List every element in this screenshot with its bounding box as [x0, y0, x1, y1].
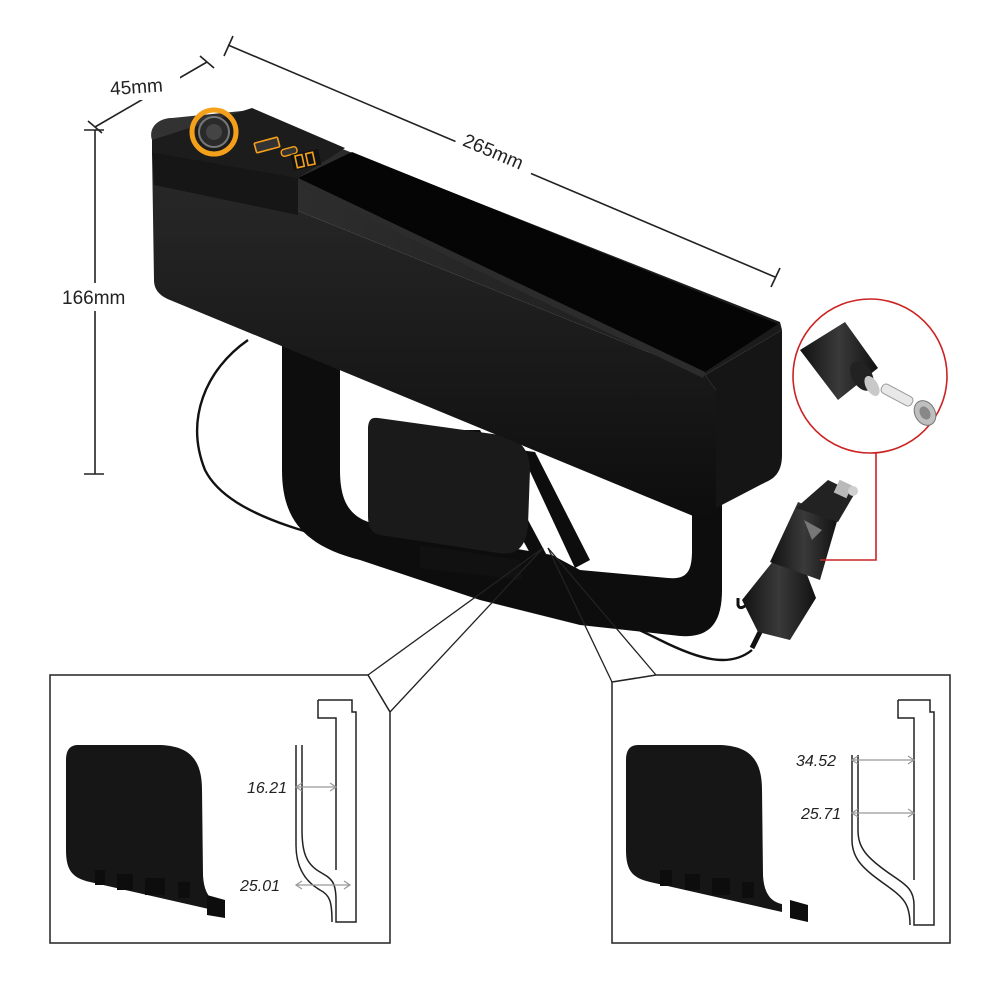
gap-arrows-right [850, 755, 916, 818]
clip-pad [368, 417, 530, 580]
clip-profile-detail-right [851, 699, 935, 926]
dimension-height: 166mm [58, 129, 140, 475]
power-button-ring [189, 107, 239, 157]
depth-label: 45mm [109, 75, 163, 100]
clip-pad-detail [66, 745, 225, 918]
right-bottom-gap: 25.71 [800, 806, 841, 823]
height-label: 166mm [62, 288, 125, 309]
clip-profile-detail [295, 699, 357, 923]
left-top-gap: 16.21 [247, 780, 287, 797]
fuse-plug-icon [880, 383, 937, 426]
detail-box-right: 34.52 25.71 [611, 674, 951, 944]
dimension-depth: 45mm [87, 55, 215, 134]
type-c-port-icon [280, 146, 298, 157]
right-top-gap: 34.52 [796, 753, 836, 770]
cigarette-plug-icon [736, 479, 858, 650]
voltage-display [290, 149, 322, 171]
detail-leaders [367, 547, 657, 713]
control-panel [189, 107, 322, 171]
gap-arrows-left [294, 782, 352, 890]
storage-box [151, 108, 782, 520]
detail-box-left: 16.21 25.01 [49, 674, 391, 944]
fuse-callout [792, 298, 948, 561]
left-bottom-gap: 25.01 [239, 878, 280, 895]
usb-port-icon [253, 136, 281, 154]
clip-pad-detail-right [626, 745, 808, 922]
